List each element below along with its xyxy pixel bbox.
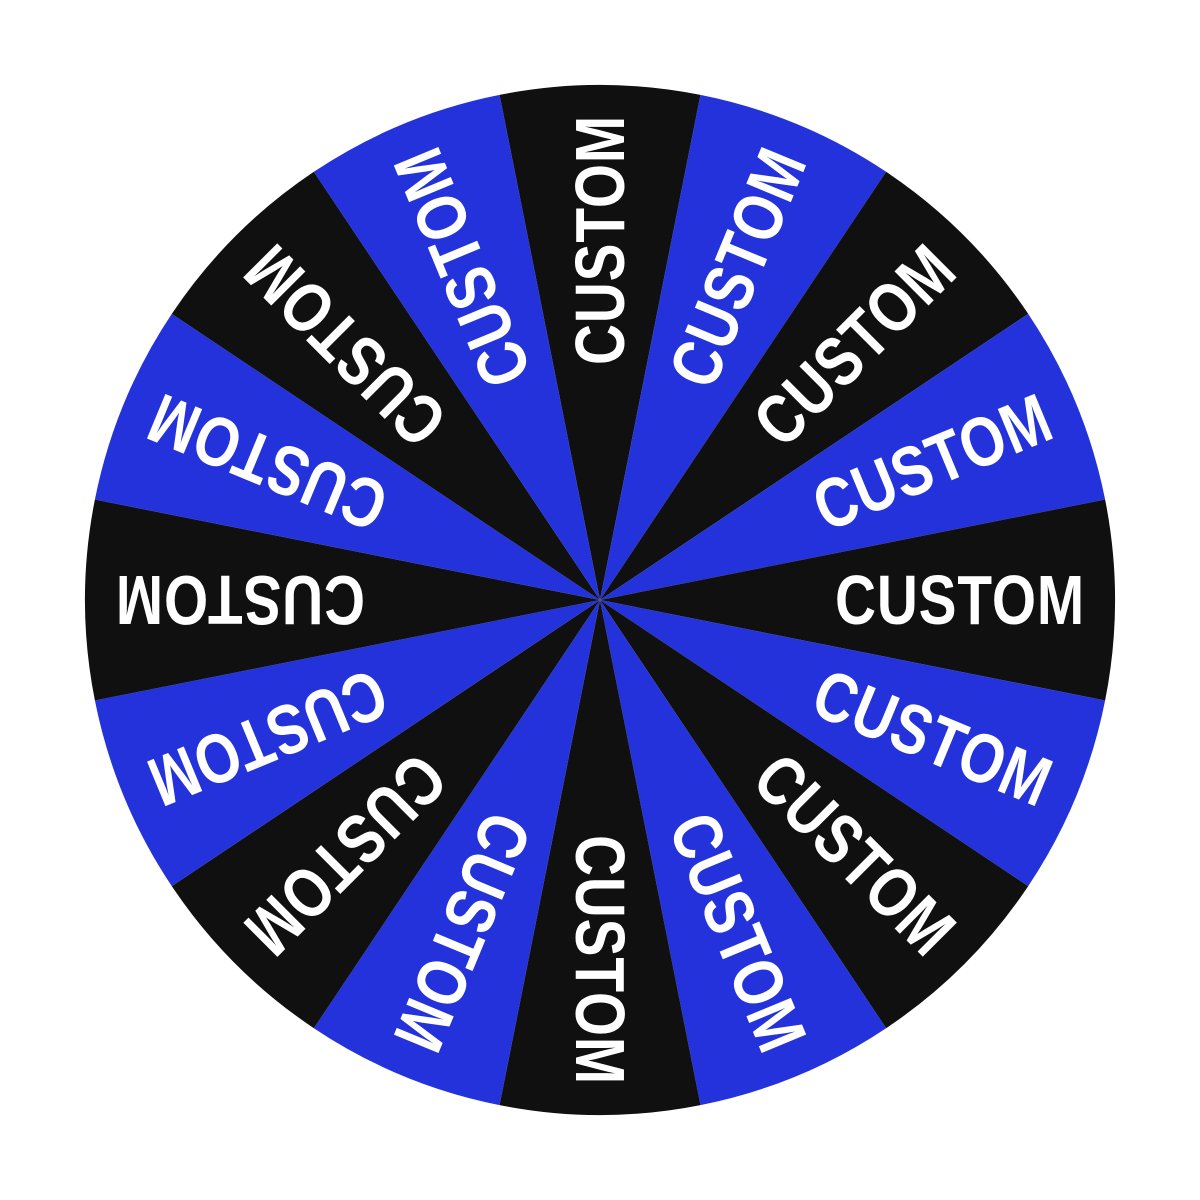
wheel-segment-label-1: CUSTOM [561, 115, 639, 365]
wheel-segment-3 [600, 171, 1029, 601]
wheel-segment-label-9: CUSTOM [561, 835, 639, 1085]
wheel-segment-1 [499, 85, 701, 600]
wheel-segment-7 [600, 600, 1029, 1029]
wheel-segment-label-5: CUSTOM [835, 561, 1085, 639]
wheel-segment-8 [600, 600, 887, 1106]
wheel-segment-11 [171, 600, 601, 1029]
wheel-segment-10 [313, 600, 600, 1106]
wheel-segment-9 [499, 600, 701, 1115]
wheel-segment-6 [600, 600, 1106, 887]
wheel-segment-label-13: CUSTOM [115, 561, 365, 639]
wheel-segment-4 [600, 313, 1106, 600]
wheel-segments [85, 85, 1115, 1115]
wheel-segment-12 [94, 600, 601, 887]
wheel-segment-5 [600, 499, 1115, 701]
wheel-segment-15 [171, 171, 601, 601]
wheel-segment-13 [85, 499, 600, 701]
wheel-segment-16 [313, 94, 600, 601]
wheel-segment-14 [94, 313, 601, 600]
wheel-segment-2 [600, 94, 887, 601]
